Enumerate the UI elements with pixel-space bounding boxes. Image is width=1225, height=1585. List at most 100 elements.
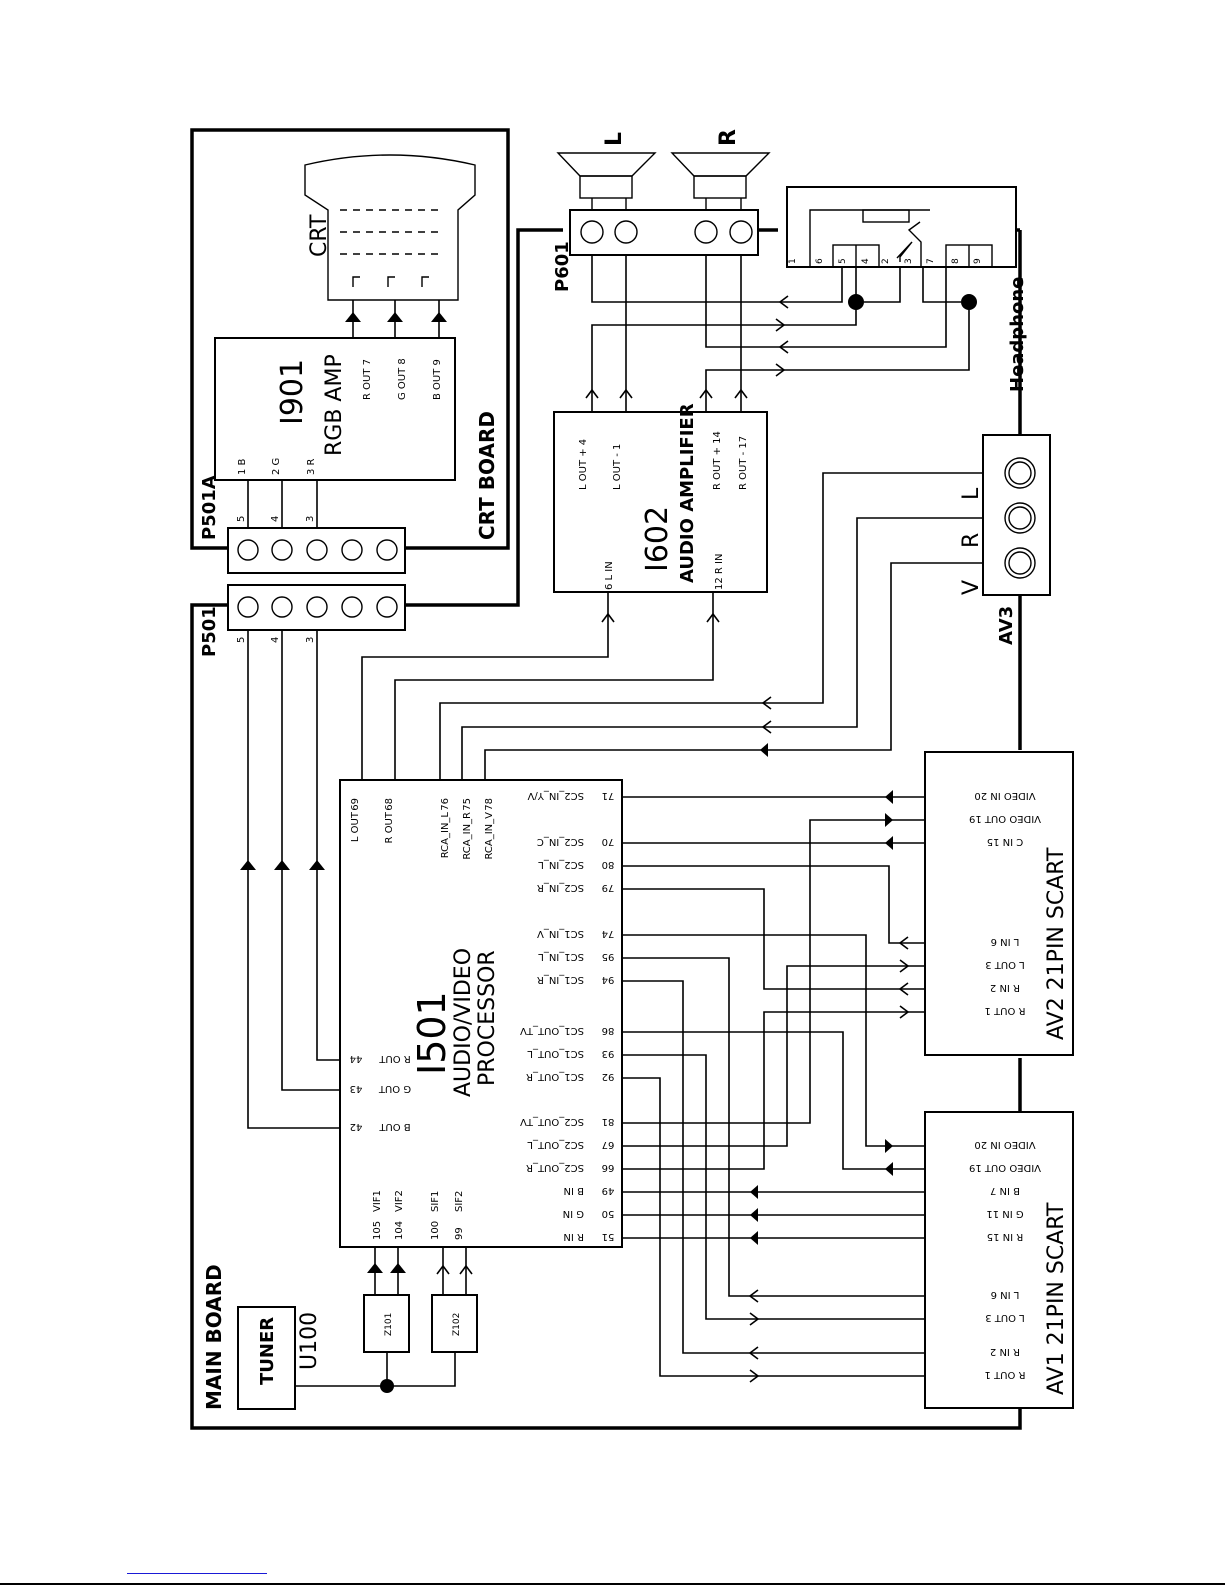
pin-number: 92 xyxy=(602,1071,615,1082)
pin-label: VIDEO OUT 19 xyxy=(969,813,1041,824)
pin-name: SC2_IN_R xyxy=(537,882,584,893)
av2-scart-connector xyxy=(924,751,1074,1056)
pin-name: SC2_IN_Y/V xyxy=(527,790,584,801)
i901-rgb-amp-box xyxy=(214,337,456,481)
av3-rca-jack xyxy=(982,434,1051,596)
pin-name: VIF1 xyxy=(372,1190,383,1212)
pin-label: VIDEO IN 20 xyxy=(974,1139,1035,1150)
connector-pin-hole xyxy=(376,596,398,618)
pin-number: 71 xyxy=(602,790,615,801)
pin-name: SC1_OUT_L xyxy=(527,1048,584,1059)
p501-connector xyxy=(227,584,406,631)
tuner-id: U100 xyxy=(297,1312,322,1370)
connector-pin-hole xyxy=(237,539,259,561)
tuner-box xyxy=(237,1306,296,1410)
pin-name: SC2_OUT_R xyxy=(526,1162,584,1173)
scart-wiring xyxy=(622,790,925,1383)
connector-pin-hole xyxy=(341,596,363,618)
i602-id: I602 xyxy=(640,506,675,572)
connector-pin-hole xyxy=(271,596,293,618)
pin-label: R OUT 1 xyxy=(985,1369,1026,1380)
pin-name: SC2_OUT_TV xyxy=(520,1116,584,1127)
footer-link[interactable] xyxy=(127,1573,267,1574)
pin-label: R xyxy=(959,533,984,548)
connector-pin-hole xyxy=(306,539,328,561)
i901-id: I901 xyxy=(275,359,310,425)
pin-name: B IN xyxy=(564,1185,584,1196)
p501a-connector xyxy=(227,527,406,574)
pin-number: 51 xyxy=(602,1231,615,1242)
main-board-label: MAIN BOARD xyxy=(202,1264,226,1410)
pin-name: SC1_IN_R xyxy=(537,974,584,985)
z102-filter xyxy=(431,1294,478,1353)
p601-connector xyxy=(569,209,759,256)
crt-r-arrow-icon xyxy=(345,312,361,322)
pin-number: 8 xyxy=(951,258,961,264)
pin-number: 5 xyxy=(236,637,247,643)
av3-label: AV3 xyxy=(996,606,1017,645)
pin-name: RCA_IN_V xyxy=(484,812,495,860)
av1-scart-connector xyxy=(924,1111,1074,1409)
pin-number: 104 xyxy=(394,1221,405,1240)
pin-number: 1 xyxy=(788,258,798,264)
rca-jack-icon xyxy=(1004,502,1036,534)
pin-name: R OUT xyxy=(378,1053,410,1064)
i602-audio-amplifier-box xyxy=(553,411,768,593)
headphone-label: Headphone xyxy=(1007,277,1028,392)
pin-label: VIDEO OUT 19 xyxy=(969,1162,1041,1173)
crt-board-outline xyxy=(190,128,510,550)
connector-pin-hole xyxy=(306,596,328,618)
connector-pin-hole xyxy=(271,539,293,561)
z101-label: Z101 xyxy=(384,1313,394,1336)
pin-number: 76 xyxy=(440,798,451,811)
i501-name-line2: PROCESSOR xyxy=(475,950,500,1086)
i901-name: RGB AMP xyxy=(322,354,347,456)
pin-number: 81 xyxy=(602,1116,615,1127)
pin-name: RCA_IN_L xyxy=(440,812,451,859)
pin-name: VIF2 xyxy=(394,1190,405,1212)
pin-name: SC2_OUT_L xyxy=(527,1139,584,1150)
v-arrow-icon xyxy=(760,743,768,757)
pin-label: 1 B xyxy=(237,458,248,475)
av2-title: AV2 21PIN SCART xyxy=(1044,847,1069,1040)
p601-label: P601 xyxy=(552,241,573,292)
rca-jack-icon xyxy=(1004,457,1036,489)
pin-name: L OUT xyxy=(350,811,361,842)
pin-label: B OUT 9 xyxy=(432,359,443,400)
pin-number: 70 xyxy=(602,836,615,847)
pin-label: 6 L IN xyxy=(604,561,615,590)
r-arrow-icon xyxy=(309,860,325,870)
pin-name: SIF1 xyxy=(430,1191,441,1212)
pin-label: G OUT 8 xyxy=(397,358,408,400)
i501-right-pin-labels: 71SC2_IN_Y/V70SC2_IN_C80SC2_IN_L79SC2_IN… xyxy=(520,790,614,1242)
z102-label: Z102 xyxy=(452,1313,462,1336)
crt-tube xyxy=(304,154,476,301)
pin-number: 6 xyxy=(815,258,825,264)
pin-number: 3 xyxy=(305,637,316,643)
pin-number: 5 xyxy=(236,516,247,522)
pin-number: 2 xyxy=(881,258,891,264)
pin-name: SC1_IN_L xyxy=(538,951,584,962)
i501-av-processor-box xyxy=(339,779,623,1248)
pin-name: G OUT xyxy=(378,1083,411,1094)
pin-name: R OUT xyxy=(384,811,395,843)
rca-jack-icon xyxy=(1004,547,1036,579)
pin-label: L OUT + 4 xyxy=(578,439,589,490)
pin-label: C IN 15 xyxy=(987,836,1024,847)
i602-name: AUDIO AMPLIFIER xyxy=(677,403,698,583)
pin-name: R IN xyxy=(563,1231,584,1242)
pin-number: 3 xyxy=(305,516,316,522)
pin-label: L OUT - 1 xyxy=(612,444,623,490)
pin-label: R OUT - 17 xyxy=(738,436,749,490)
pin-number: 95 xyxy=(602,951,615,962)
crt-g-arrow-icon xyxy=(387,312,403,322)
speaker-right-label: R xyxy=(716,129,741,146)
